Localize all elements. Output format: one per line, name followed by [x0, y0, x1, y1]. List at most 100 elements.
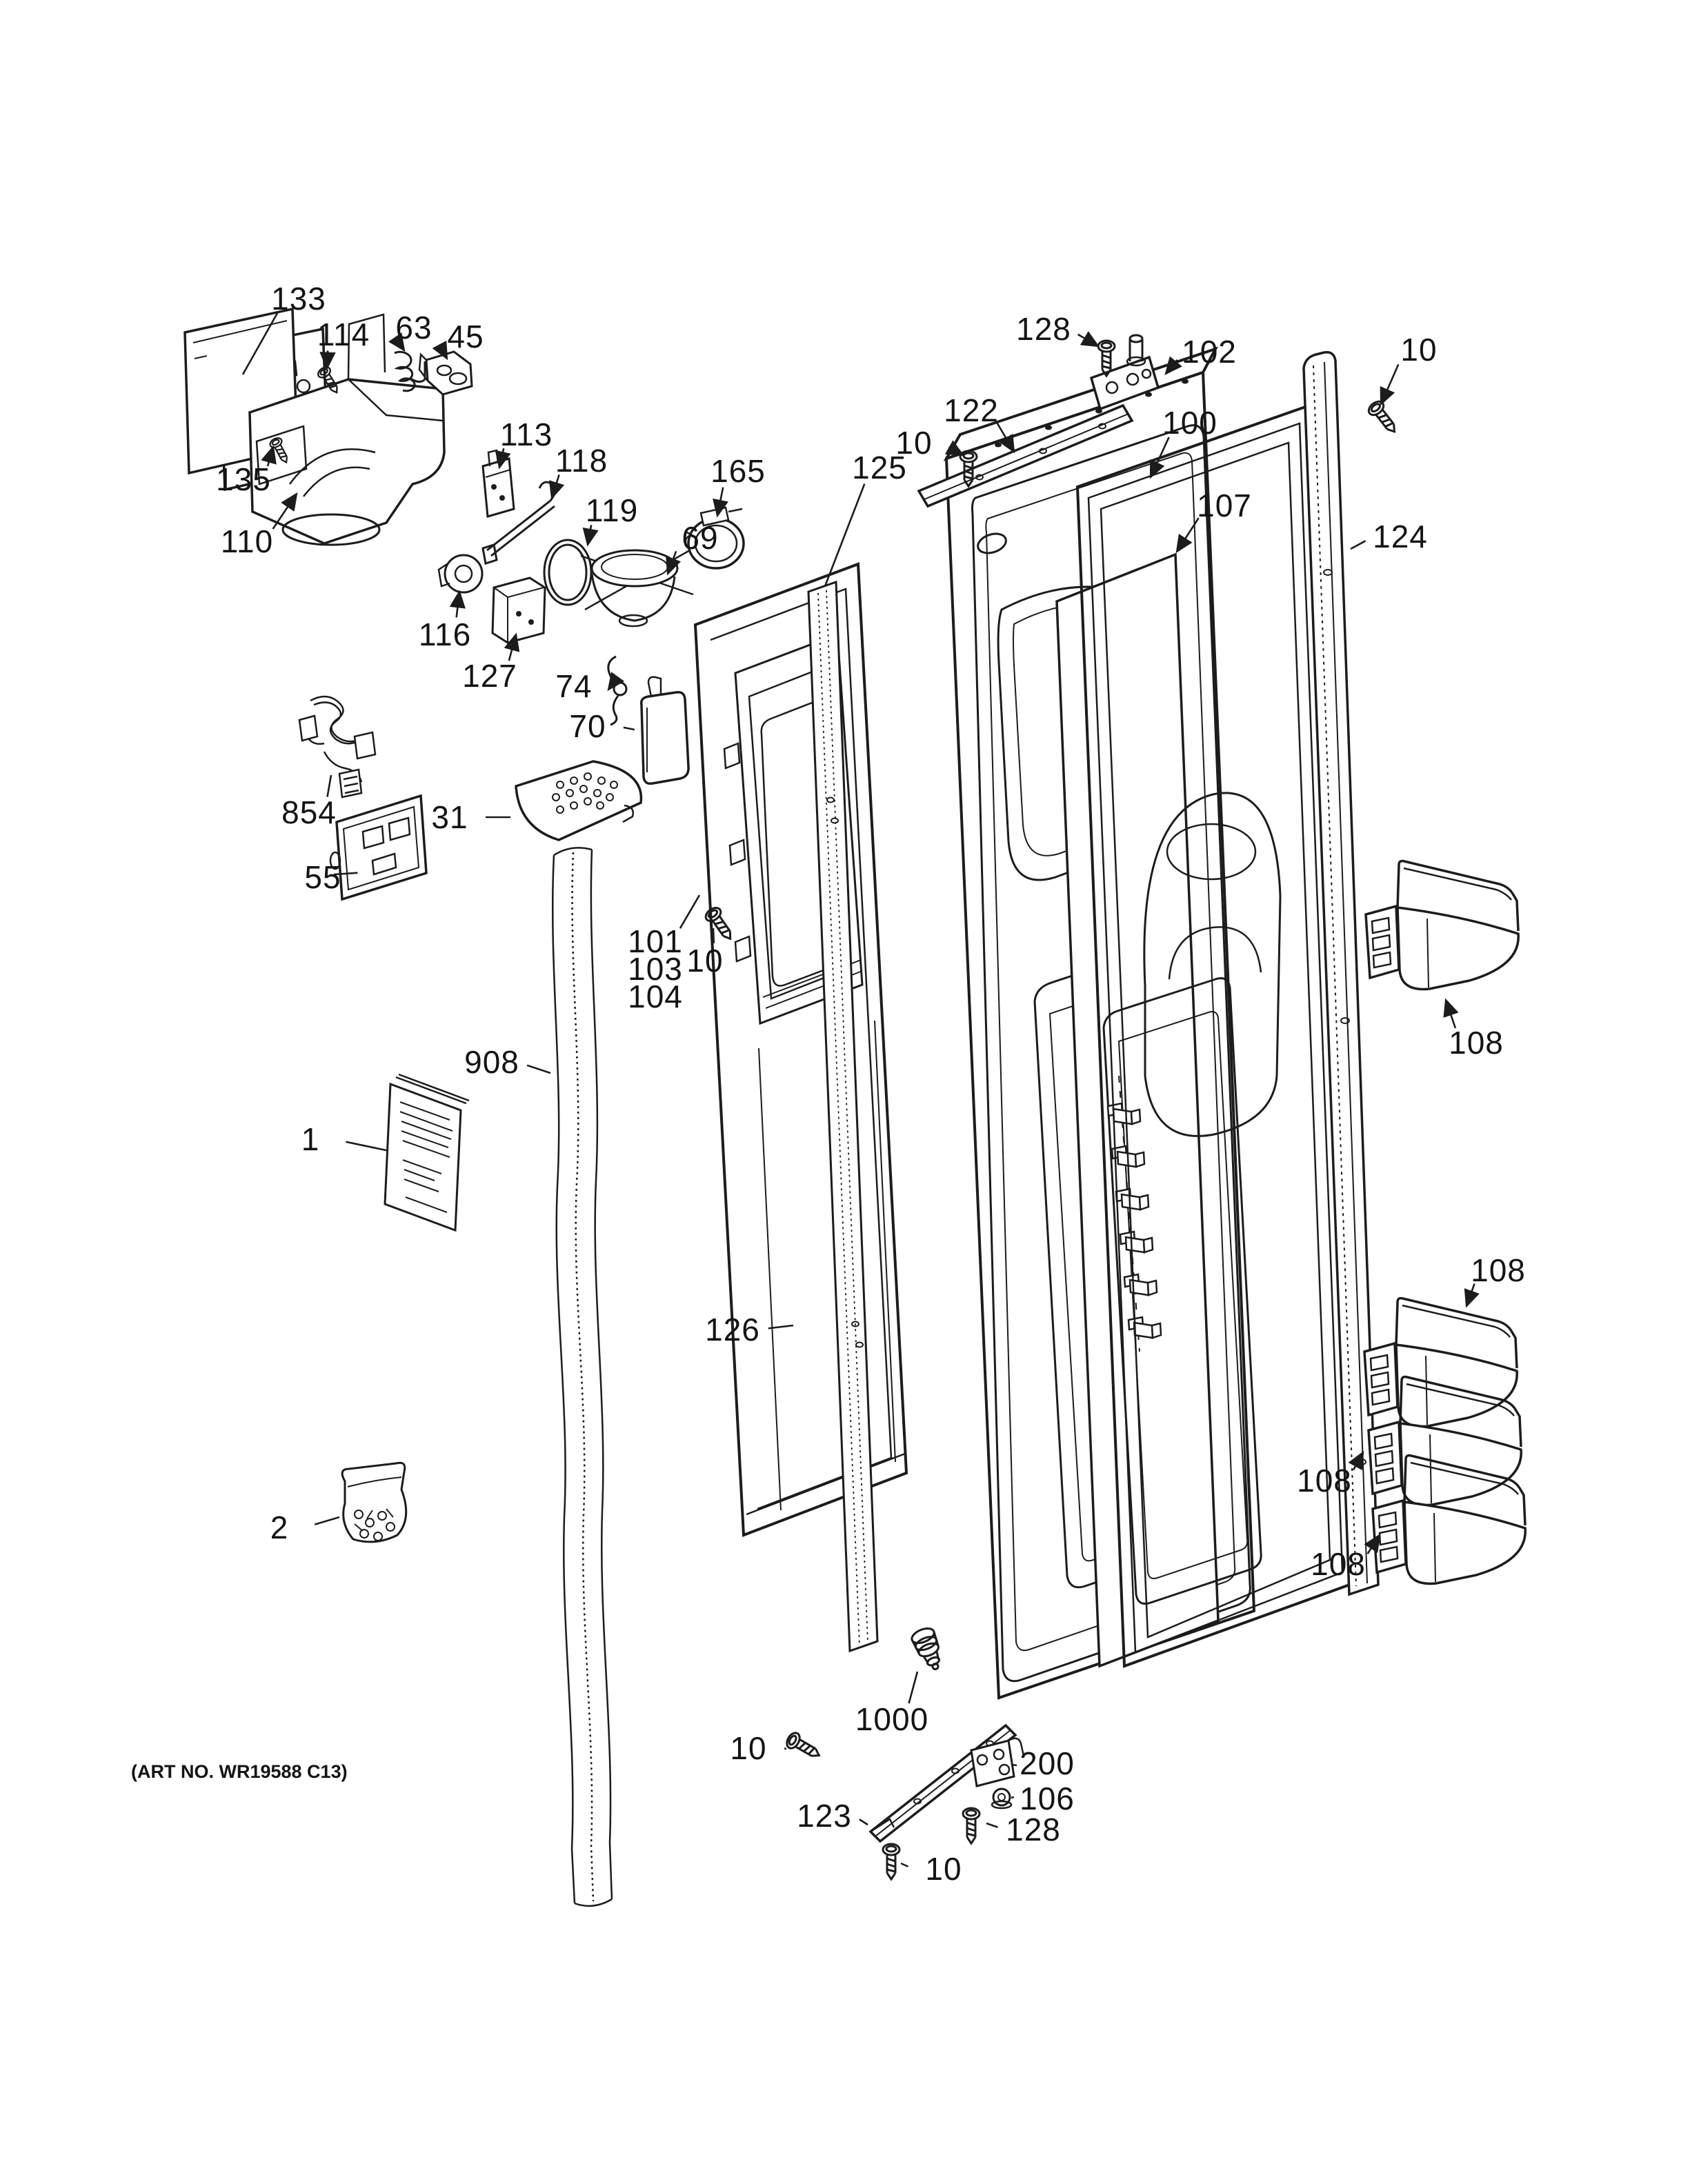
callout-leader-126	[768, 1324, 794, 1330]
part-106-hinge-bushing	[991, 1787, 1013, 1810]
callout-114-1: 114	[317, 317, 370, 352]
screw-10-top-right	[1365, 397, 1402, 438]
callout-133-0: 133	[271, 281, 326, 317]
callout-leader-10	[784, 1747, 787, 1750]
screw-10-bottom-center	[882, 1843, 901, 1881]
callout-leader-127	[504, 632, 520, 661]
callout-leader-122	[996, 422, 1015, 454]
callout-leader-102	[1164, 356, 1182, 376]
callout-10-45: 10	[925, 1851, 962, 1887]
callout-10-40: 10	[730, 1730, 766, 1766]
callout-122-28: 122	[944, 392, 999, 428]
part-55-interface-board	[329, 794, 428, 901]
callout-908-18: 908	[464, 1044, 519, 1080]
part-116-auger-motor	[437, 554, 484, 594]
part-102-top-hinge	[1089, 334, 1160, 411]
callout-123-41: 123	[797, 1798, 852, 1834]
part-liner-panel-with-clips	[1055, 552, 1282, 1668]
callout-leader-1	[346, 1141, 387, 1152]
callout-74-13: 74	[555, 668, 592, 704]
callout-108-35: 108	[1449, 1025, 1504, 1061]
callout-119-10: 119	[586, 492, 638, 528]
callout-leader-110	[272, 492, 298, 530]
callout-leader-63	[388, 332, 406, 352]
callout-leader-74	[607, 672, 625, 692]
callout-69-11: 69	[682, 520, 718, 556]
callout-leader-107	[1175, 517, 1200, 554]
callout-104-23: 104	[628, 979, 683, 1014]
callout-leader-69	[666, 550, 682, 576]
part-125-mounting-strip	[807, 580, 879, 1653]
callout-63-2: 63	[395, 310, 432, 345]
callout-leader-1000	[908, 1671, 919, 1704]
part-70-water-tank	[639, 676, 690, 785]
callout-leader-10	[712, 928, 715, 943]
callout-leader-10	[944, 440, 965, 457]
callout-leader-135	[261, 445, 277, 467]
callout-leader-116	[449, 590, 466, 618]
callout-leader-128	[1077, 331, 1100, 348]
callout-leader-119	[582, 525, 599, 547]
callout-leader-108	[1348, 1450, 1364, 1471]
part-200-bottom-hinge	[970, 1737, 1025, 1787]
callout-leader-101	[679, 894, 701, 929]
part-63-coil-spring	[394, 350, 426, 392]
part-1-instruction-sheet	[384, 1073, 470, 1232]
callout-110-7: 110	[221, 523, 273, 559]
callout-107-33: 107	[1197, 488, 1252, 523]
callout-leader-854	[326, 774, 332, 797]
callout-128-29: 128	[1016, 311, 1071, 347]
callout-leader-118	[548, 474, 565, 500]
callout-leader-123	[859, 1819, 868, 1826]
callout-10-32: 10	[1400, 332, 1437, 368]
part-113-switch	[481, 449, 515, 518]
callout-leader-100	[1149, 437, 1170, 479]
part-108-door-bin	[1363, 1296, 1518, 1428]
part-127-bracket	[491, 577, 546, 644]
callout-leader-10	[900, 1862, 908, 1867]
callout-100-31: 100	[1162, 405, 1217, 441]
part-69-ice-chute-funnel	[580, 549, 694, 628]
callout-leader-113	[495, 448, 511, 470]
callout-45-3: 45	[447, 319, 484, 354]
part-854-wire-harness	[298, 695, 377, 799]
callout-1-19: 1	[301, 1121, 320, 1157]
art-number-text: (ART NO. WR19588 C13)	[131, 1761, 348, 1782]
callout-leader-45	[432, 340, 448, 361]
callout-128-44: 128	[1006, 1812, 1061, 1847]
screw-128-bottom	[962, 1807, 981, 1845]
part-119-o-ring	[543, 539, 593, 606]
callout-leader-128	[986, 1822, 998, 1828]
callout-leader-165	[713, 487, 729, 518]
part-908-door-gasket-strip	[551, 847, 613, 1907]
part-2-hardware-bag	[341, 1461, 408, 1543]
callout-leader-106	[1011, 1796, 1015, 1799]
part-1000-water-coupling	[911, 1627, 941, 1671]
callout-108-37: 108	[1297, 1463, 1352, 1499]
part-108-door-bin	[1364, 859, 1520, 991]
screw-10-bottom-left	[783, 1730, 824, 1764]
callout-leader-125	[824, 483, 866, 587]
callout-124-34: 124	[1373, 519, 1428, 554]
part-31-drip-tray	[515, 760, 643, 841]
callout-116-8: 116	[419, 617, 471, 652]
callout-854-16: 854	[281, 794, 337, 830]
callout-200-42: 200	[1020, 1745, 1075, 1781]
callout-106-43: 106	[1020, 1781, 1075, 1816]
callout-leader-108	[1443, 998, 1459, 1029]
callout-125-26: 125	[852, 450, 907, 485]
callout-165-12: 165	[710, 453, 766, 489]
callout-leader-10	[1380, 363, 1400, 406]
callout-126-25: 126	[705, 1312, 760, 1348]
part-123-bottom-rail	[868, 1723, 1017, 1843]
part-74-hook-link	[607, 655, 628, 726]
callout-leader-124	[1350, 540, 1366, 550]
callout-leader-70	[623, 726, 635, 731]
part-110-dispenser-housing	[248, 313, 446, 546]
callout-102-30: 102	[1182, 334, 1237, 370]
callout-leader-908	[526, 1064, 551, 1074]
callout-1000-39: 1000	[855, 1701, 928, 1737]
callout-113-4: 113	[500, 417, 553, 452]
